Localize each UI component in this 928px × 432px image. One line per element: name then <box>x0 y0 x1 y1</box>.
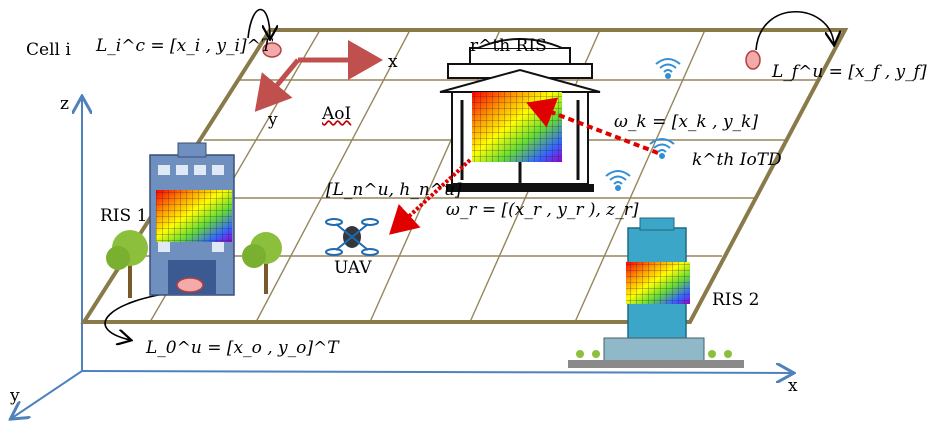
global-axes <box>12 98 792 418</box>
aoi-label: AoI <box>322 104 352 124</box>
ris1-label: RIS 1 <box>100 206 148 226</box>
final-pointer-arrow <box>755 11 834 51</box>
local-y-label: y <box>268 110 278 130</box>
ris-panel-icon <box>472 92 562 162</box>
x-axis <box>81 371 792 373</box>
ris2-label: RIS 2 <box>712 290 760 310</box>
uav-label: UAV <box>334 258 372 278</box>
start-pointer-arrow <box>104 291 179 340</box>
rth-ris-label: r^th RIS <box>470 36 547 56</box>
kth-iotd-label: k^th IoTD <box>692 150 782 170</box>
iotd-to-ris-signal <box>526 97 659 155</box>
cell-location-label: L_i^c = [x_i , y_i]^T <box>96 36 273 56</box>
omega-r-label: ω_r = [(x_r , y_r ), z_r] <box>446 200 639 220</box>
plane-border <box>80 28 849 324</box>
local-x-label: x <box>388 52 398 72</box>
cell-center-marker <box>262 42 282 58</box>
final-location-marker <box>745 50 761 70</box>
start-location-marker <box>176 277 204 293</box>
ris-panel-icon <box>626 262 690 304</box>
y-axis <box>12 370 83 418</box>
ris-panel-icon <box>156 190 232 242</box>
cell-pointer-arrow <box>247 8 270 39</box>
uav-icon <box>325 218 379 256</box>
final-location-label: L_f^u = [x_f , y_f]^T <box>772 62 928 82</box>
axis-x-label: x <box>788 376 798 396</box>
cell-label: Cell i <box>26 40 71 60</box>
wifi-icon <box>605 58 681 191</box>
start-location-label: L_0^u = [x_o , y_o]^T <box>146 338 339 358</box>
ris-to-uav-signal <box>389 158 472 235</box>
uav-state-label: [L_n^u, h_n^u] <box>326 180 462 200</box>
axis-z-label: z <box>60 94 69 114</box>
axis-y-label: y <box>10 386 20 406</box>
omega-k-label: ω_k = [x_k , y_k] <box>614 112 758 132</box>
local-y-axis <box>254 58 300 112</box>
tree-icon <box>106 230 282 298</box>
local-axes <box>254 40 383 112</box>
